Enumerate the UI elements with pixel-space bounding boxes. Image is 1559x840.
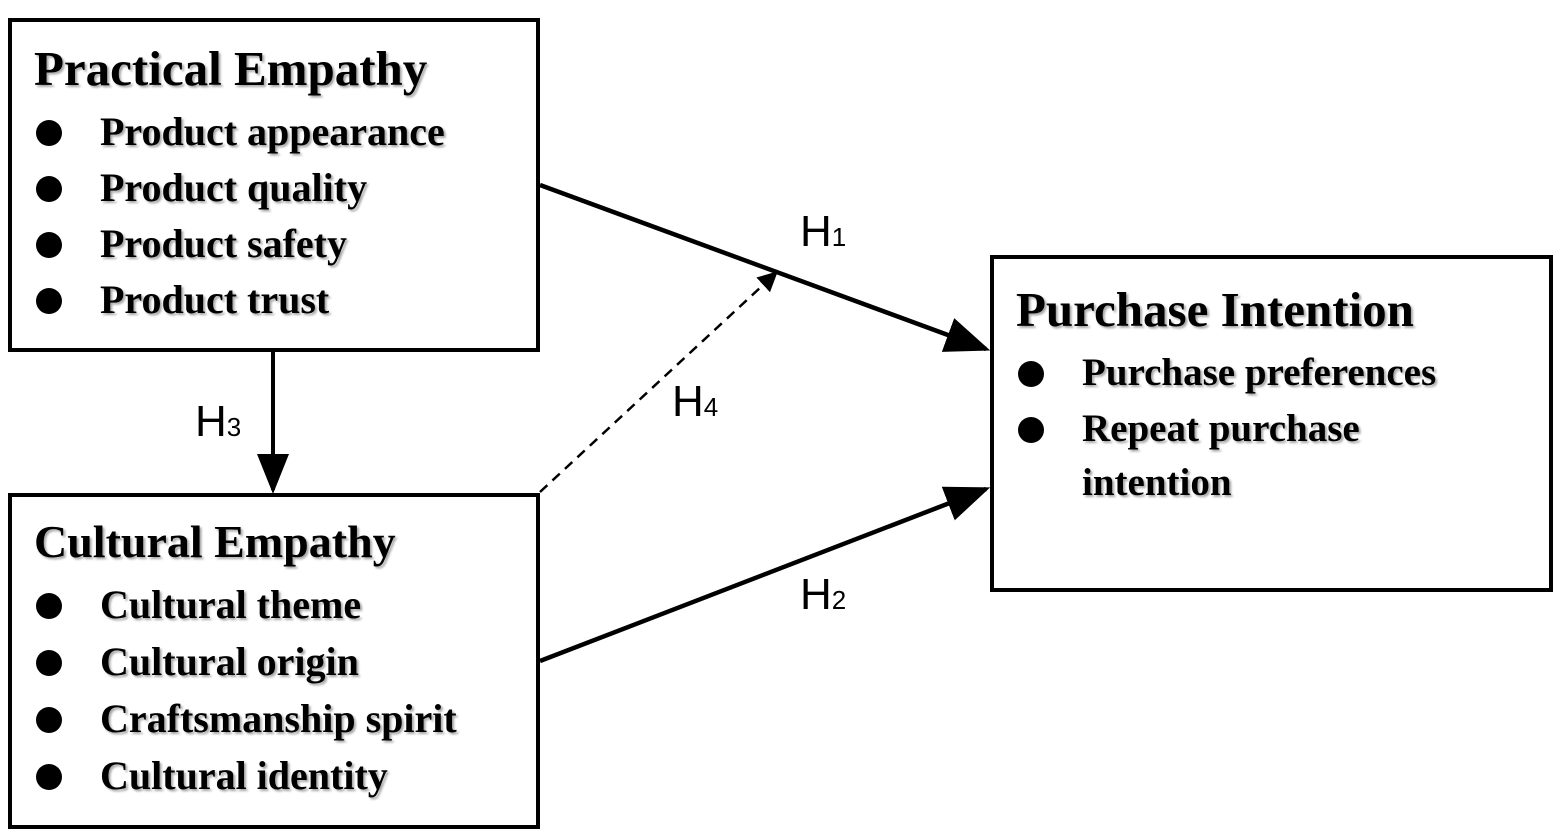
bullet-icon — [36, 650, 62, 676]
hypothesis-number: 2 — [831, 585, 847, 615]
list-item-label: Cultural origin — [100, 639, 359, 684]
hypothesis-number: 4 — [703, 392, 719, 422]
list-item-label: Product appearance — [100, 109, 445, 154]
bullet-icon — [36, 176, 62, 202]
list-item-label: Cultural theme — [100, 582, 362, 627]
arrow-h1 — [539, 182, 991, 352]
hypothesis-label-h2: H2 — [800, 573, 846, 617]
cultural-empathy-title: Cultural Empathy — [34, 516, 396, 567]
list-item-label: Cultural identity — [100, 753, 388, 798]
cultural-empathy-box: Cultural Empathy Cultural theme Cultural… — [8, 493, 540, 829]
list-item-label: Product safety — [100, 221, 347, 266]
practical-empathy-box: Practical Empathy Product appearance Pro… — [8, 18, 540, 352]
hypothesis-number: 1 — [831, 222, 847, 252]
hypothesis-letter: H — [800, 207, 832, 256]
list-item-continuation: intention — [1082, 461, 1232, 504]
bullet-icon — [1018, 361, 1044, 387]
purchase-intention-box: Purchase Intention Purchase preferences … — [990, 255, 1553, 592]
hypothesis-label-h3: H3 — [195, 400, 241, 444]
hypothesis-number: 3 — [226, 412, 242, 442]
bullet-icon — [36, 593, 62, 619]
bullet-icon — [36, 120, 62, 146]
purchase-intention-title: Purchase Intention — [1016, 282, 1414, 337]
bullet-icon — [1018, 417, 1044, 443]
bullet-icon — [36, 232, 62, 258]
bullet-icon — [36, 288, 62, 314]
hypothesis-letter: H — [195, 397, 227, 446]
hypothesis-label-h1: H1 — [800, 210, 846, 254]
arrow-h2 — [539, 486, 991, 664]
list-item-label: Craftsmanship spirit — [100, 696, 457, 741]
bullet-icon — [36, 764, 62, 790]
list-item-label: Product trust — [100, 277, 330, 322]
list-item-label: Repeat purchase — [1082, 407, 1360, 450]
arrow-h4-dashed — [539, 271, 778, 493]
list-item-label: Product quality — [100, 165, 368, 210]
list-item-label: Purchase preferences — [1082, 351, 1437, 394]
bullet-icon — [36, 707, 62, 733]
hypothesis-label-h4: H4 — [672, 380, 718, 424]
hypothesis-letter: H — [800, 570, 832, 619]
hypothesis-letter: H — [672, 377, 704, 426]
practical-empathy-title: Practical Empathy — [34, 41, 428, 96]
